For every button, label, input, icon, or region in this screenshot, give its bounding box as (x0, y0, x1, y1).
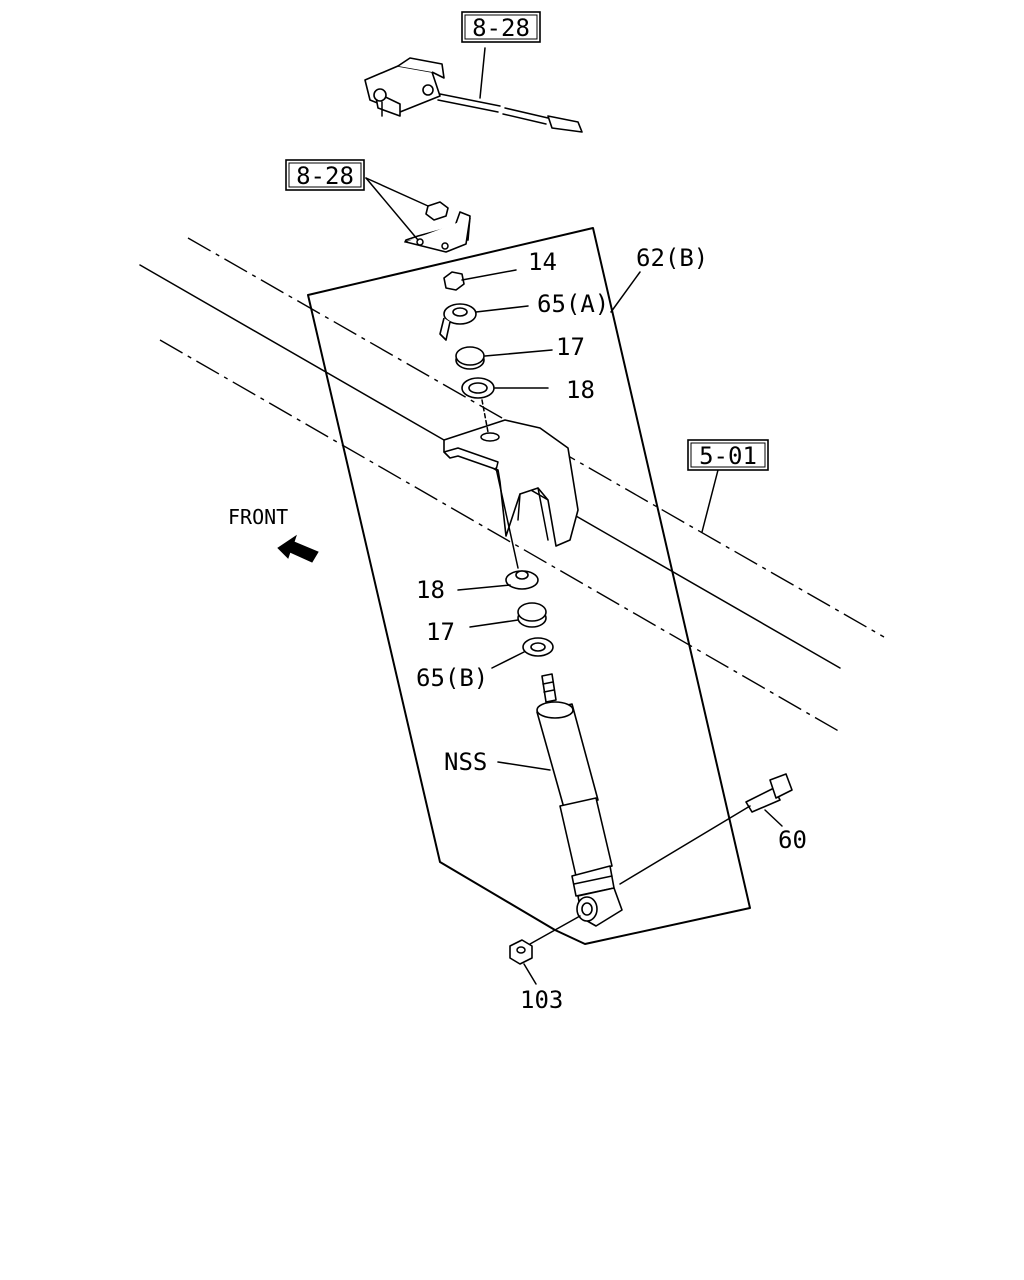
ref-8-28-top[interactable]: 8-28 (472, 14, 530, 42)
front-arrow-icon (277, 534, 319, 563)
ref-box-frame: 5-01 (687, 439, 769, 471)
nut-103-drawing (509, 915, 581, 985)
leveling-sensor-drawing (364, 47, 583, 133)
leader-62b (610, 271, 641, 313)
washer-65b-drawing (491, 637, 554, 669)
bolt-60-drawing (619, 773, 793, 885)
bushing-17-top-drawing (455, 346, 553, 370)
label-65a: 65(A) (537, 290, 609, 318)
ref-5-01[interactable]: 5-01 (699, 442, 757, 470)
washer-65a-drawing (439, 303, 529, 341)
label-62b: 62(B) (636, 244, 708, 272)
mount-bracket-drawing (443, 399, 579, 569)
ref-box-top: 8-28 (461, 11, 541, 43)
ref-box-bracket: 8-28 (285, 159, 365, 191)
upper-bracket-drawing (365, 177, 471, 253)
label-18-top: 18 (566, 376, 595, 404)
assembly-outline (307, 227, 751, 945)
bushing-17-bottom-drawing (469, 602, 547, 628)
label-65b: 65(B) (416, 664, 488, 692)
front-label: FRONT (228, 505, 288, 529)
washer-18-bottom-drawing (457, 570, 539, 591)
leader-5-01 (701, 469, 719, 533)
washer-18-top-drawing (461, 377, 549, 399)
label-103: 103 (520, 986, 563, 1014)
label-17-top: 17 (556, 333, 585, 361)
nut-14-drawing (443, 269, 517, 291)
label-17-bottom: 17 (426, 618, 455, 646)
label-nss: NSS (444, 748, 487, 776)
label-18-bottom: 18 (416, 576, 445, 604)
label-60: 60 (778, 826, 807, 854)
label-14: 14 (528, 248, 557, 276)
ref-8-28-bracket[interactable]: 8-28 (296, 162, 354, 190)
shock-absorber-drawing (497, 673, 623, 927)
